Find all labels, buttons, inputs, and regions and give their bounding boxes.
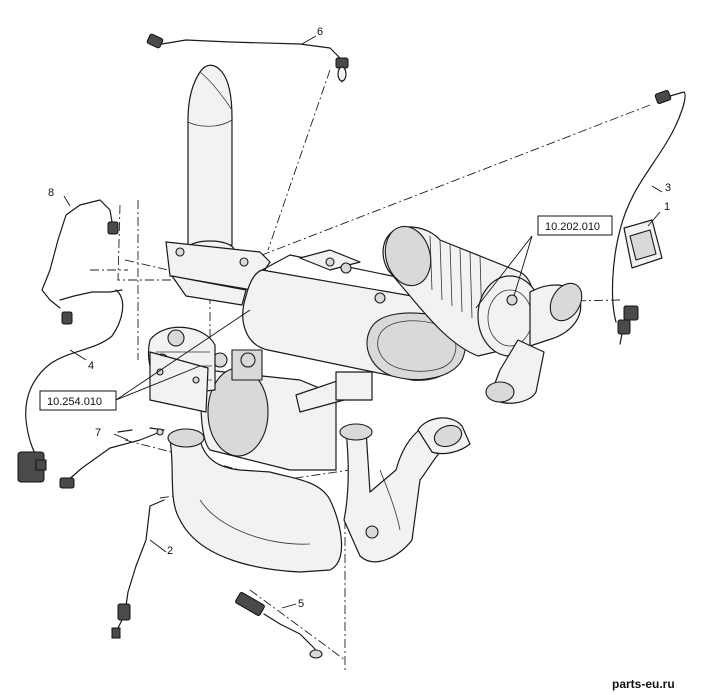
callout-4: 4	[88, 360, 94, 372]
callout-7: 7	[95, 427, 101, 439]
sensor-harness-5	[235, 592, 323, 659]
reference-air-filter-label: 10.202.010	[545, 221, 600, 233]
callout-3: 3	[665, 182, 671, 194]
sensor-harness-2	[111, 499, 165, 639]
callout-leaders	[63, 35, 663, 609]
exhaust-stack	[165, 64, 271, 306]
reference-exhaust: 10.254.010	[39, 390, 117, 411]
watermark-text: parts-eu.ru	[612, 677, 675, 691]
exhaust-pipes	[167, 417, 471, 573]
reference-air-filter: 10.202.010	[537, 215, 613, 236]
callout-6: 6	[317, 26, 323, 38]
sensor-harness-3	[611, 89, 686, 345]
sensor-harness-7	[59, 427, 165, 489]
callout-1: 1	[664, 201, 670, 213]
sensor-harness-8	[41, 199, 123, 325]
reference-exhaust-label: 10.254.010	[47, 396, 102, 408]
control-module-1	[623, 219, 663, 321]
callout-5: 5	[298, 598, 304, 610]
callout-8: 8	[48, 187, 54, 199]
air-filter-assembly	[382, 225, 583, 404]
callout-2: 2	[167, 545, 173, 557]
sensor-harness-4	[17, 289, 124, 483]
sensor-harness-6	[146, 33, 349, 83]
